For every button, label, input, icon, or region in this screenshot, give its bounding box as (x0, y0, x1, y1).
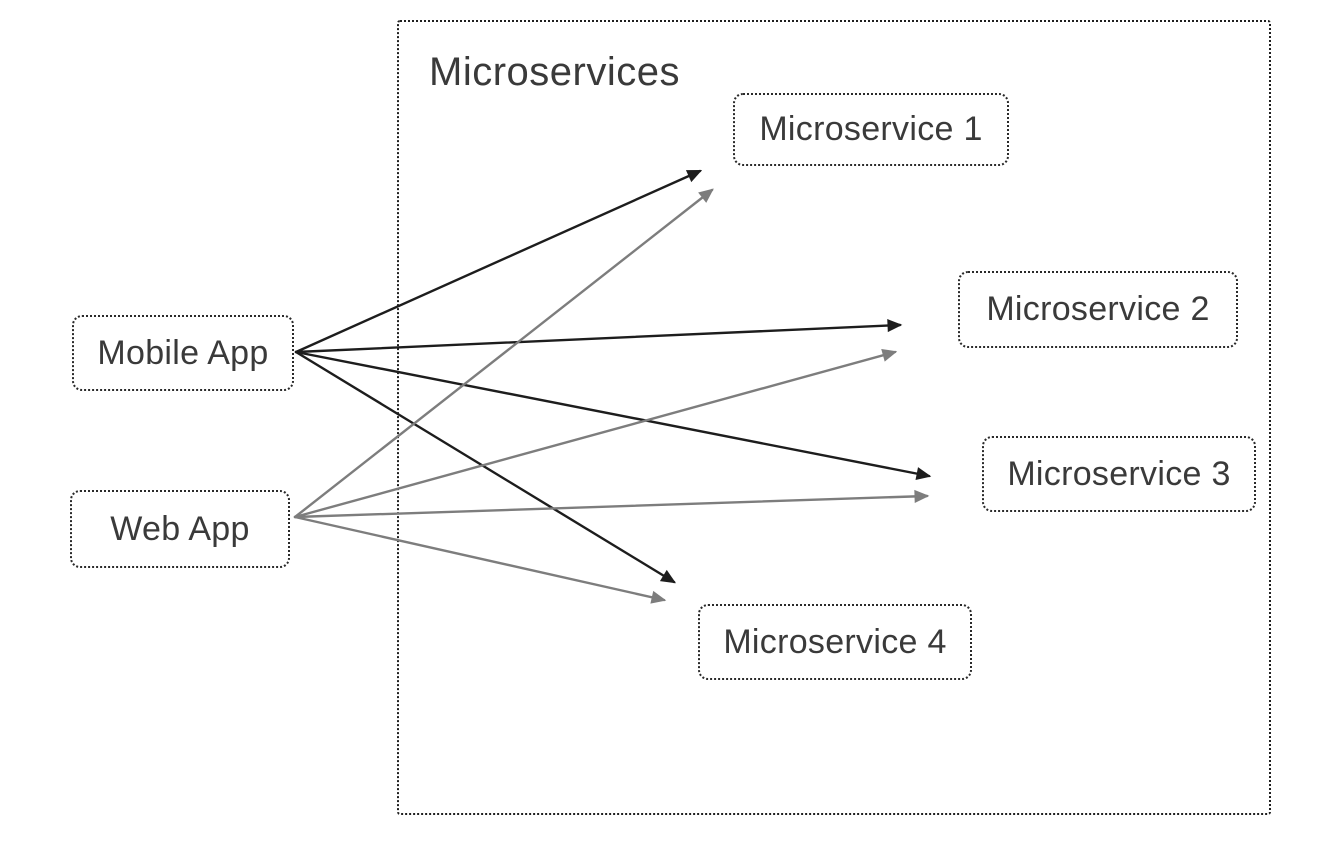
node-web-app-label: Web App (110, 509, 250, 548)
edge-mobile-app-to-microservice-3[interactable] (294, 350, 932, 481)
node-microservice-4[interactable]: Microservice 4 (698, 604, 972, 680)
microservices-group-box[interactable]: Microservices (397, 20, 1271, 815)
node-web-app[interactable]: Web App (70, 490, 290, 568)
microservices-group-title: Microservices (429, 50, 680, 94)
node-mobile-app[interactable]: Mobile App (72, 315, 294, 391)
edge-web-app-to-microservice-1[interactable] (293, 188, 714, 519)
edge-mobile-app-to-microservice-1[interactable] (294, 169, 703, 354)
node-mobile-app-label: Mobile App (97, 333, 269, 372)
node-microservice-3-label: Microservice 3 (1007, 454, 1231, 493)
node-microservice-3[interactable]: Microservice 3 (982, 436, 1256, 512)
edge-web-app-to-microservice-4[interactable] (293, 515, 667, 604)
node-microservice-1-label: Microservice 1 (759, 110, 983, 148)
edge-web-app-to-microservice-3[interactable] (293, 489, 930, 519)
edge-mobile-app-to-microservice-4[interactable] (294, 350, 676, 584)
node-microservice-2-label: Microservice 2 (986, 290, 1210, 328)
edge-web-app-to-microservice-2[interactable] (293, 348, 898, 519)
node-microservice-1[interactable]: Microservice 1 (733, 93, 1009, 166)
edge-mobile-app-to-microservice-2[interactable] (294, 319, 903, 354)
node-microservice-2[interactable]: Microservice 2 (958, 271, 1238, 348)
node-microservice-4-label: Microservice 4 (723, 622, 947, 661)
